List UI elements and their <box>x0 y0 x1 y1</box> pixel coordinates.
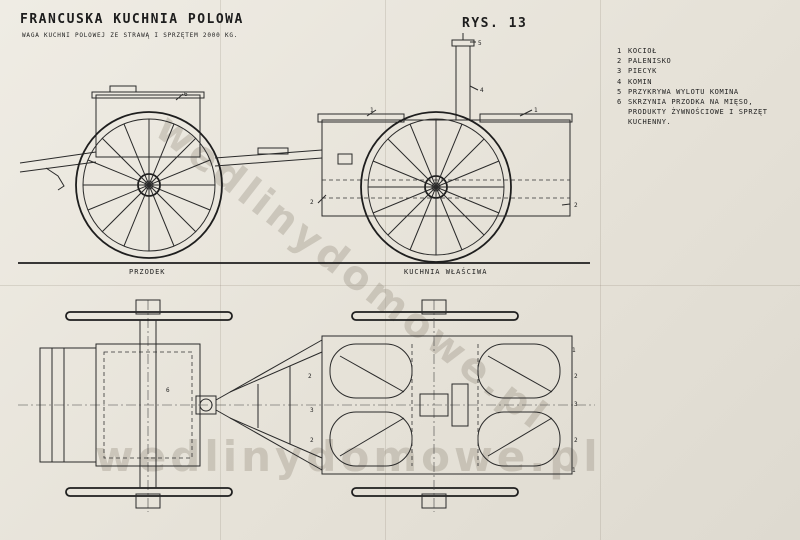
callout-1: 1 <box>370 107 374 114</box>
hub-plan <box>135 299 161 315</box>
drawbar <box>19 151 97 164</box>
callout-4: 4 <box>480 87 484 94</box>
drawing-title: FRANCUSKA KUCHNIA POLOWA <box>20 12 244 27</box>
callout-2: 2 <box>310 437 314 444</box>
callout-1: 1 <box>534 107 538 114</box>
figure-label: RYS. 13 <box>462 16 528 31</box>
paper-fold <box>220 0 221 540</box>
wheel-spokes <box>83 119 215 251</box>
fire-door <box>337 153 353 165</box>
limber-box <box>95 94 201 158</box>
callout-5: 5 <box>478 40 482 47</box>
hook <box>45 167 65 191</box>
connecting-frame <box>214 147 323 167</box>
callout-3: 3 <box>310 407 314 414</box>
callout-leaders <box>175 41 571 206</box>
callout-6: 6 <box>166 387 170 394</box>
callout-3: 3 <box>574 401 578 408</box>
callout-1: 1 <box>572 347 576 354</box>
wheel-rim <box>75 111 223 259</box>
box-inner <box>103 351 193 459</box>
limber-seat <box>109 85 137 93</box>
chimney-plan <box>451 383 469 427</box>
paper-fold <box>0 285 800 286</box>
drawing-subtitle: WAGA KUCHNI POLOWEJ ZE STRAWĄ I SPRZĘTEM… <box>22 32 239 39</box>
tyre-plan <box>65 311 233 321</box>
pivot <box>195 395 217 415</box>
legend-item: PRODUKTY ŻYWNOŚCIOWE I SPRZĘT <box>628 108 768 117</box>
kettle-plan <box>329 343 413 399</box>
kettle-lid <box>479 113 573 123</box>
callout-2: 2 <box>574 202 578 209</box>
limber-side-view <box>19 85 223 259</box>
kitchen-body-plan <box>321 335 573 475</box>
drawbar <box>19 161 97 173</box>
pivot-pin <box>199 398 213 412</box>
callout-2: 2 <box>308 373 312 380</box>
legend-item: KUCHENNY. <box>628 118 672 127</box>
tyre-plan <box>351 487 519 497</box>
kettle-lid <box>317 113 405 123</box>
kettle-plan <box>477 343 561 399</box>
kitchen-side-view <box>317 33 573 263</box>
tow-frame-plan <box>215 339 323 471</box>
chimney-cap <box>451 39 475 47</box>
wheel-spokes <box>368 119 504 255</box>
hub-plan <box>135 493 161 509</box>
callout-6: 6 <box>184 91 188 98</box>
wheel-rim <box>360 111 512 263</box>
stove-plan <box>419 393 449 417</box>
limber-plan-view <box>18 299 595 512</box>
callout-2: 2 <box>310 199 314 206</box>
kettle-handles <box>339 355 553 457</box>
kitchen-plan-view <box>321 299 573 512</box>
view-label-kitchen: KUCHNIA WŁAŚCIWA <box>404 268 488 276</box>
callout-2: 2 <box>574 373 578 380</box>
limber-box-lid <box>91 91 205 99</box>
paper-fold <box>385 0 386 540</box>
view-label-front: PRZODEK <box>129 268 166 276</box>
tyre-plan <box>65 487 233 497</box>
chimney <box>455 45 471 121</box>
kitchen-body <box>321 119 571 217</box>
callout-2: 2 <box>574 437 578 444</box>
tyre-plan <box>351 311 519 321</box>
paper-fold <box>600 0 601 540</box>
callout-1: 1 <box>572 467 576 474</box>
